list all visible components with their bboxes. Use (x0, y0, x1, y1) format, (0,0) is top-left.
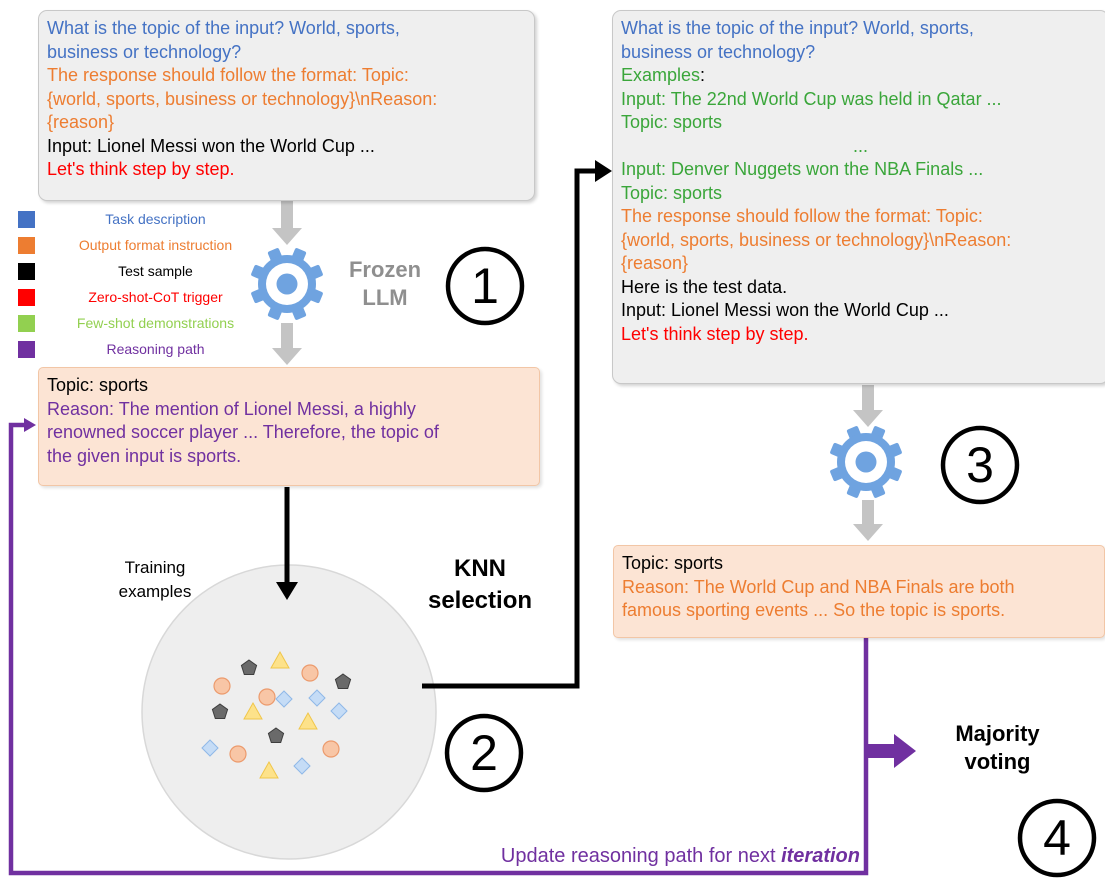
frozen-llm-label: Frozen LLM (348, 257, 422, 310)
training-examples-label: Training examples (118, 558, 192, 601)
arrow-knn-to-prompt (422, 168, 597, 689)
legend-item: Output format instruction (18, 235, 258, 261)
topic-line: Topic: sports (622, 553, 724, 573)
task-description-line: What is the topic of the input? World, s… (621, 18, 974, 38)
arrow-down-4 (853, 500, 883, 541)
format-instruction-line: {reason} (621, 253, 689, 273)
pentagon-marker (211, 703, 229, 719)
circle-marker (229, 745, 247, 763)
update-reasoning-label: Update reasoning path for next iteration (500, 845, 860, 867)
arrow-down-1 (272, 200, 302, 245)
reason-line: the given input is sports. (47, 445, 242, 466)
arrow-down-3 (853, 385, 883, 427)
pentagon-marker (267, 727, 285, 743)
diamond-marker (330, 702, 348, 720)
majority-voting-label: Majority voting (955, 721, 1040, 774)
training-points (201, 650, 352, 779)
format-instruction-line: {world, sports, business or technology}\… (47, 88, 438, 109)
demo-ellipsis: ... (852, 135, 868, 156)
legend-label: Test sample (118, 263, 193, 279)
legend-label: Few-shot demonstrations (76, 315, 235, 331)
triangle-marker (298, 711, 318, 730)
pentagon-marker (240, 659, 258, 675)
legend-item: Zero-shot-CoT trigger (18, 287, 258, 313)
gear-icon (251, 248, 323, 320)
triangle-marker (259, 760, 279, 779)
reason-line: famous sporting events ... So the topic … (622, 600, 1006, 620)
demo-topic-line: Topic: sports (621, 182, 723, 203)
legend-item: Few-shot demonstrations (18, 313, 258, 339)
training-pool (141, 564, 437, 860)
test-input-line: Input: Lionel Messi won the World Cup ..… (621, 300, 949, 320)
demo-input-line: Input: Denver Nuggets won the NBA Finals… (621, 159, 984, 179)
step-3-circle (940, 425, 1020, 505)
topic-line: Topic: sports (47, 375, 149, 395)
input-text: : Lionel Messi won the World Cup ... (87, 135, 375, 156)
step-1-circle (445, 246, 525, 326)
reason-line: Reason: The World Cup and NBA Finals are… (622, 576, 1015, 597)
prompt-box-few-shot: What is the topic of the input? World, s… (612, 10, 1105, 384)
triangle-marker (243, 701, 263, 720)
circle-marker (258, 688, 276, 706)
reason-line: renowned soccer player ... Therefore, th… (47, 422, 439, 442)
reasoning-output-box: Topic: sports Reason: The mention of Lio… (38, 367, 540, 486)
gear-icon (830, 426, 902, 498)
legend-item: Reasoning path (18, 339, 258, 365)
format-instruction-line: {world, sports, business or technology}\… (621, 229, 1012, 250)
test-data-intro: Here is the test data. (621, 276, 788, 297)
legend-swatch (18, 315, 35, 332)
circle-marker (322, 740, 340, 758)
diamond-marker (201, 739, 219, 757)
legend-swatch (18, 237, 35, 254)
step-number: 3 (966, 437, 994, 493)
step-number: 2 (470, 725, 498, 781)
task-description-line: What is the topic of the input? World, s… (47, 18, 400, 38)
task-description-line: business or technology? (621, 41, 816, 62)
format-instruction-line: The response should follow the format: T… (47, 65, 409, 85)
demo-input-line: Input: The 22nd World Cup was held in Qa… (621, 88, 1002, 109)
legend-item: Test sample (18, 261, 258, 287)
input-label: Input (47, 135, 88, 156)
examples-header: Examples: (621, 65, 706, 85)
diamond-marker (308, 689, 326, 707)
zero-shot-cot-trigger: Let's think step by step. (621, 323, 809, 344)
reason-line: Reason: The mention of Lionel Messi, a h… (47, 398, 416, 419)
circle-marker (301, 664, 319, 682)
step-number: 4 (1043, 810, 1071, 866)
arrow-down-2 (272, 323, 302, 365)
prompt-box-zero-shot: What is the topic of the input? World, s… (38, 10, 535, 201)
arrow-update-reasoning (8, 422, 869, 876)
triangle-marker (270, 650, 290, 669)
zero-shot-cot-trigger: Let's think step by step. (47, 159, 235, 179)
legend-swatch (18, 341, 35, 358)
step-number: 1 (471, 258, 499, 314)
diamond-marker (293, 757, 311, 775)
legend-label: Zero-shot-CoT trigger (88, 289, 223, 305)
legend-swatch (18, 211, 35, 228)
step-2-circle (444, 713, 524, 793)
legend-swatch (18, 263, 35, 280)
legend-item: Task description (18, 209, 258, 235)
arrow-majority-voting (866, 734, 916, 768)
step-4-circle (1017, 798, 1097, 878)
task-description-line: business or technology? (47, 41, 242, 62)
circle-marker (213, 677, 231, 695)
pentagon-marker (334, 673, 352, 689)
final-output-box: Topic: sports Reason: The World Cup and … (613, 545, 1105, 638)
legend-label: Reasoning path (106, 341, 205, 357)
legend-label: Task description (105, 211, 206, 227)
test-input-line: Input: Lionel Messi won the World Cup ..… (47, 135, 526, 159)
demo-topic-line: Topic: sports (621, 112, 723, 132)
diamond-marker (275, 690, 293, 708)
legend-label: Output format instruction (78, 237, 233, 253)
legend-swatch (18, 289, 35, 306)
format-instruction-line: {reason} (47, 112, 115, 132)
format-instruction-line: The response should follow the format: T… (621, 206, 983, 226)
knn-selection-label: KNN selection (427, 555, 533, 614)
